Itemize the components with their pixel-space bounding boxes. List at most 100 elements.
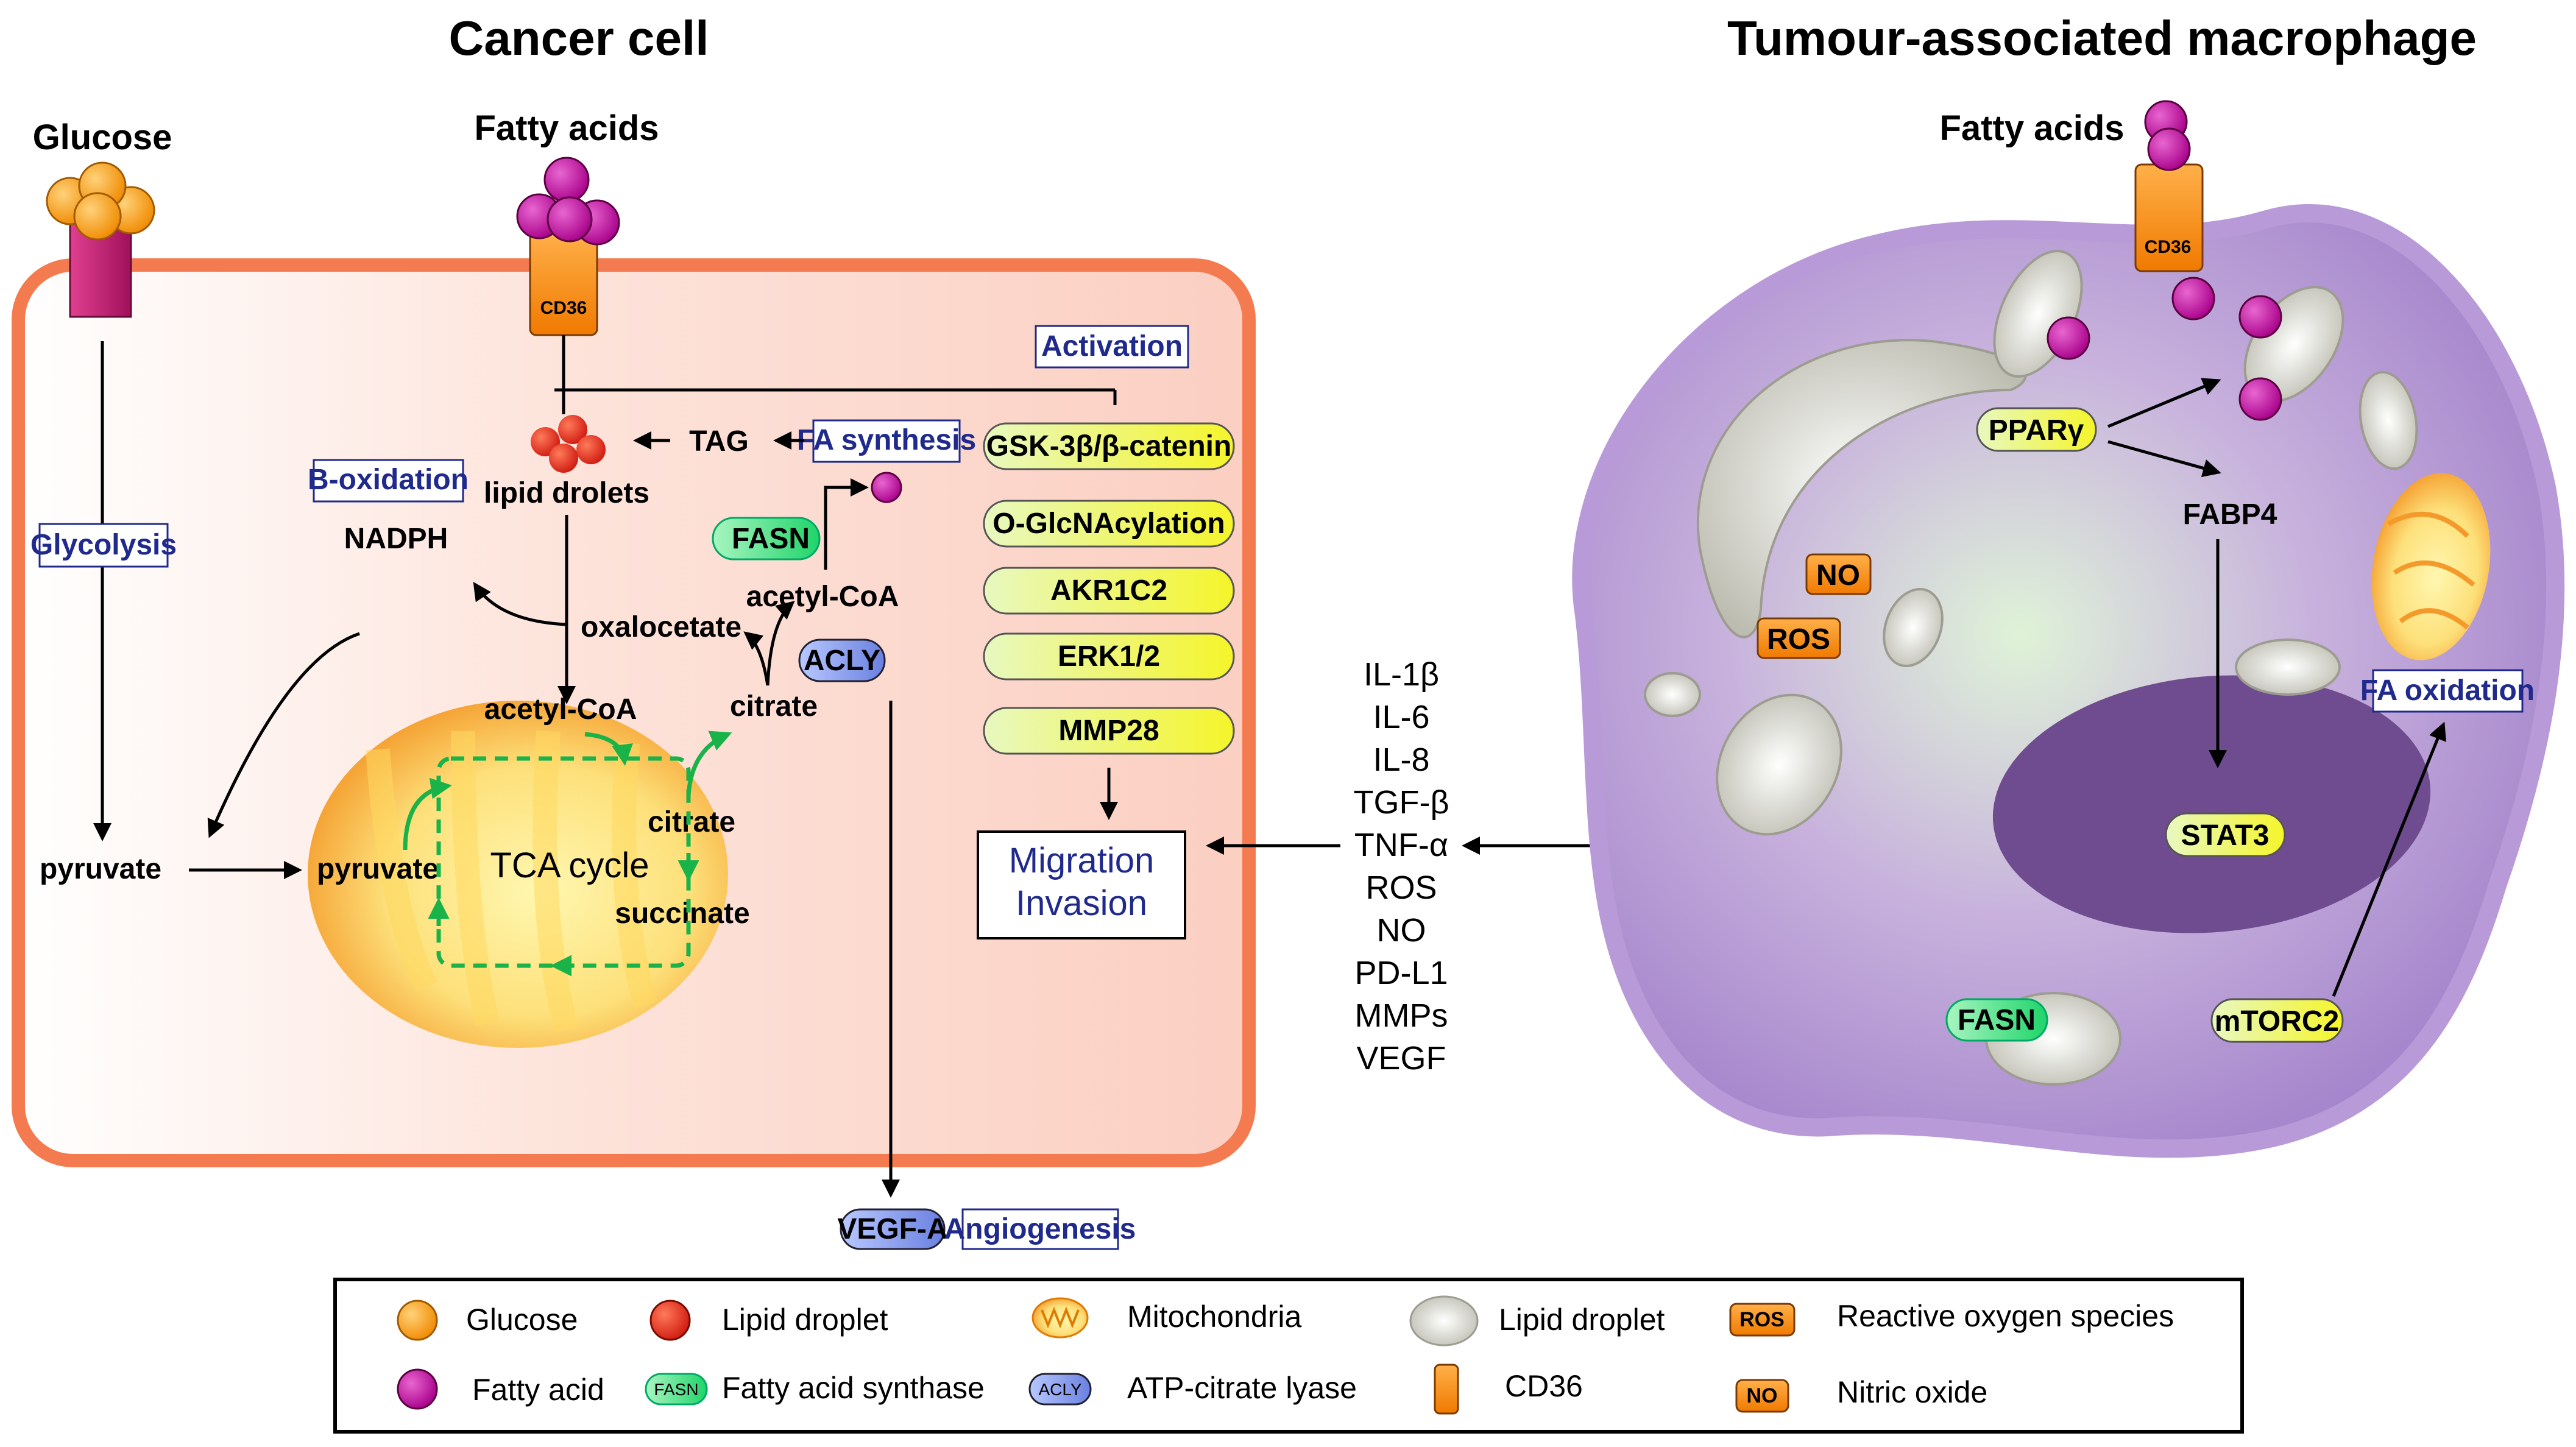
b-oxidation-box <box>313 459 464 503</box>
tca-arrow-acetyl <box>584 732 633 766</box>
cytokine-1: IL-6 <box>1373 699 1429 735</box>
legend-badge-fasn: FASN <box>654 1380 698 1399</box>
invasion-label: Invasion <box>1016 883 1147 923</box>
fasn-icon <box>645 1373 708 1406</box>
no-label: NO <box>1816 559 1860 592</box>
tca-cycle-label: TCA cycle <box>490 846 649 885</box>
legend-badge-ros: ROS <box>1739 1308 1785 1331</box>
migration-label: Migration <box>1009 841 1155 880</box>
to-nadph-arrow <box>473 582 567 626</box>
mtorc2-label: mTORC2 <box>2215 1005 2340 1038</box>
mtorc2-badge <box>2210 998 2344 1043</box>
pathway-box-3: ERK1/2 <box>983 632 1235 681</box>
stat3-badge <box>2165 812 2286 857</box>
glycolysis-label: Glycolysis <box>30 529 177 561</box>
glucose-icon <box>397 1300 438 1341</box>
cytokine-7: PD-L1 <box>1354 955 1448 991</box>
tca-arrow-citrate-out <box>686 731 732 796</box>
vegfa-label: VEGF-A <box>837 1213 947 1245</box>
nadph-label: NADPH <box>344 523 448 555</box>
legend-badge-no: NO <box>1747 1384 1778 1407</box>
mac-fatty-acids-label: Fatty acids <box>1940 108 2125 148</box>
mitochondrion-icon <box>308 701 728 1048</box>
mac-cd36-label: CD36 <box>2145 237 2192 257</box>
glucose-label: Glucose <box>33 118 172 157</box>
cytokine-6: NO <box>1377 912 1426 949</box>
succinate-label: succinate <box>615 897 749 930</box>
legend-label-no: Nitric oxide <box>1837 1375 1987 1409</box>
fa-synthesis-label: FA synthesis <box>797 424 976 456</box>
pathway-box-1: O-GlcNAcylation <box>983 500 1235 548</box>
activation-box <box>1035 325 1189 369</box>
pathway-box-4: MMP28 <box>983 707 1235 755</box>
cd36-icon <box>1434 1364 1459 1415</box>
oxalocetate-label: oxalocetate <box>581 611 741 643</box>
mitochondria-icon <box>1031 1297 1089 1339</box>
legend-label-fatty-acid: Fatty acid <box>472 1373 604 1407</box>
ros-icon <box>1729 1303 1796 1337</box>
ppar-label: PPARγ <box>1989 414 2084 447</box>
legend-label-fasn: Fatty acid synthase <box>722 1371 985 1405</box>
lipid-droplets-icon <box>531 415 606 473</box>
vegfa-badge <box>840 1208 946 1250</box>
cytokine-2: IL-8 <box>1373 741 1429 778</box>
cytokine-0: IL-1β <box>1364 656 1439 693</box>
lipid-droplet-red-icon <box>649 1300 691 1341</box>
legend-label-mitochondria: Mitochondria <box>1127 1300 1301 1334</box>
cd36-receptor-icon <box>516 157 620 336</box>
citrate-mito: citrate <box>648 806 735 838</box>
b-oxidation-label: B-oxidation <box>308 464 469 496</box>
mtorc2-to-fa-oxidation-arrow <box>2332 721 2446 997</box>
legend-label-cd36: CD36 <box>1505 1369 1583 1403</box>
pathway-label-erk: ERK1/2 <box>1058 640 1160 673</box>
title-cancer-cell: Cancer cell <box>449 11 709 65</box>
no-badge <box>1805 553 1872 595</box>
legend-label-glucose: Glucose <box>466 1303 578 1337</box>
citrate-to-oxalocetate-arrow <box>743 631 770 686</box>
angiogenesis-label: Angiogenesis <box>944 1213 1136 1245</box>
ppar-to-lipid-arrow <box>2107 378 2221 428</box>
legend-label-lipid-red: Lipid droplet <box>722 1303 888 1337</box>
fa-synthesis-box <box>812 419 961 463</box>
pathway-box-2: AKR1C2 <box>983 567 1235 615</box>
activation-label: Activation <box>1041 330 1183 363</box>
glycolysis-box <box>38 523 169 568</box>
citrate-cytosol: citrate <box>730 690 818 723</box>
angiogenesis-box <box>961 1208 1119 1250</box>
mac-fatty-acids-inside <box>2047 277 2282 421</box>
tag-label: TAG <box>689 425 749 458</box>
citrate-to-acetyl-arrow <box>766 601 795 686</box>
acetyl-coa-mito: acetyl-CoA <box>484 693 637 726</box>
pathway-label-mmp28: MMP28 <box>1058 715 1159 747</box>
cd36-label: CD36 <box>540 298 587 318</box>
pathway-label-akr1c2: AKR1C2 <box>1050 575 1167 607</box>
fatty-acid-icon <box>397 1368 438 1410</box>
macrophage-mitochondrion-icon <box>2371 473 2491 660</box>
stat3-label: STAT3 <box>2181 819 2270 852</box>
fabp4-label: FABP4 <box>2183 498 2277 531</box>
legend-box <box>333 1278 2244 1434</box>
pyruvate-cytosol: pyruvate <box>40 853 161 885</box>
cytokine-4: TNF-α <box>1354 827 1448 863</box>
fatty-acid-product-icon <box>871 472 902 503</box>
legend-label-acly: ATP-citrate lyase <box>1127 1371 1357 1405</box>
glucose-transporter-icon <box>46 161 155 318</box>
fa-synthesis-path-arrow <box>824 478 869 570</box>
cytokine-9: VEGF <box>1356 1040 1446 1077</box>
ros-badge <box>1757 617 1841 659</box>
legend-label-ros: Reactive oxygen species <box>1837 1299 2174 1333</box>
mac-cd36-receptor-icon <box>2134 100 2204 272</box>
acly-icon <box>1028 1373 1092 1406</box>
macrophage-lipid-droplets <box>1644 250 2418 1086</box>
title-macrophage: Tumour-associated macrophage <box>1727 11 2477 65</box>
cytokine-list: IL-1β IL-6 IL-8 TGF-β TNF-α ROS NO PD-L1… <box>1353 656 1449 1077</box>
to-pyruvate-arrow <box>207 632 360 838</box>
mac-fasn-label: FASN <box>1958 1004 2036 1036</box>
fa-oxidation-label: FA oxidation <box>2360 674 2535 707</box>
fa-oxidation-box <box>2372 669 2524 713</box>
fasn-label-cancer: FASN <box>732 523 810 555</box>
pathway-box-0: GSK-3β/β-catenin <box>983 422 1235 470</box>
cytokine-8: MMPs <box>1355 997 1448 1034</box>
acly-enzyme <box>798 639 886 682</box>
